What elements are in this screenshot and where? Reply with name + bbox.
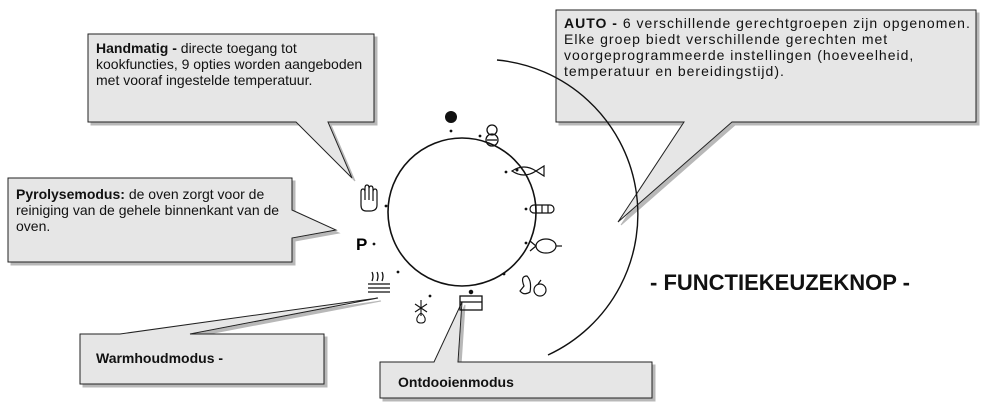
auto-label: AUTO - [564, 15, 618, 31]
position-dot [384, 204, 388, 208]
position-dot [504, 170, 508, 174]
handmatig-label: Handmatig - [96, 40, 177, 56]
position-dot [396, 270, 400, 274]
keep-warm-icon[interactable] [368, 271, 390, 293]
callout-ontdooien-box [379, 301, 653, 399]
handmatig-description: directe toegang tot kookfuncties, 9 opti… [96, 40, 363, 88]
callout-handmatig-text: Handmatig - directe toegang tot kookfunc… [96, 40, 368, 88]
callout-ontdooien-text: Ontdooienmodus [398, 374, 638, 390]
sausage-icon[interactable] [529, 204, 555, 214]
ontdooien-label: Ontdooienmodus [398, 374, 514, 390]
pyrolyse-label: Pyrolysemodus: [16, 186, 125, 202]
position-dot [502, 272, 506, 276]
diagram-title: - FUNCTIEKEUZEKNOP - [650, 270, 910, 295]
position-dot [478, 134, 482, 138]
vegetables-icon[interactable] [519, 275, 547, 297]
callout-auto-text: AUTO - 6 verschillende gerechtgroepen zi… [564, 15, 972, 79]
hand-icon[interactable] [360, 184, 378, 212]
pyrolyse-description: de oven zorgt voor de reiniging van de g… [16, 186, 280, 234]
position-dot [524, 207, 528, 211]
position-dot [449, 129, 453, 133]
fish-icon[interactable] [510, 164, 545, 178]
cake-icon[interactable] [459, 289, 483, 311]
weight-icon[interactable] [485, 124, 499, 147]
callout-auto-box [555, 9, 977, 223]
position-dot [524, 241, 528, 245]
callout-warmhoud-box [79, 297, 379, 385]
off-dot-icon[interactable] [445, 111, 457, 123]
callout-warmhoud-text: Warmhoudmodus - [96, 350, 316, 366]
callout-pyrolyse-box [7, 177, 338, 263]
defrost-icon[interactable] [414, 300, 428, 324]
auto-description: 6 verschillende gerechtgroepen zijn opge… [564, 15, 971, 79]
auto-range-arc [496, 59, 639, 356]
position-dot [428, 294, 432, 298]
warmhoud-label: Warmhoudmodus - [96, 350, 224, 366]
callout-handmatig-box [87, 33, 375, 179]
function-knob[interactable] [387, 137, 537, 287]
roast-chicken-icon[interactable] [529, 238, 562, 254]
callout-pyrolyse-text: Pyrolysemodus: de oven zorgt voor de rei… [16, 186, 286, 234]
pyrolysis-p-icon[interactable]: P [356, 235, 367, 254]
position-dot [372, 242, 376, 246]
